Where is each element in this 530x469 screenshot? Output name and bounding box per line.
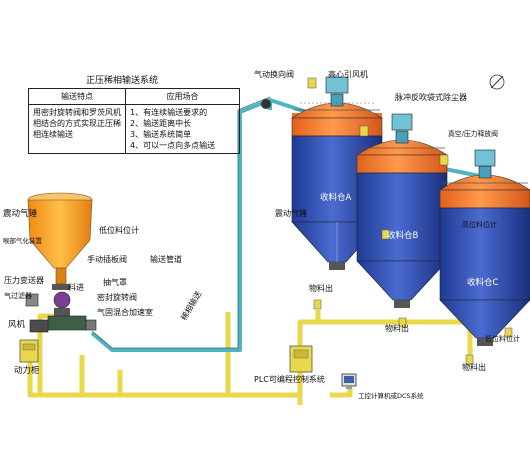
compass-icon [489, 74, 505, 90]
label-low-level-gauge-silo: 低位料位计 [485, 334, 520, 343]
label-manual-gate-valve: 手动插板阀 [87, 254, 127, 264]
label-dense-pipe: 稀相输送 [179, 289, 204, 322]
label-silo-b: 收料仓B [387, 230, 419, 241]
label-low-level-gauge-hopper: 低位料位计 [99, 225, 139, 235]
label-pressure-transmitter: 压力变送器 [4, 275, 44, 285]
table-title: 正压稀相输送系统 [86, 76, 159, 86]
label-fluidizer: 喉部气化装置 [3, 236, 43, 245]
label-silo-c: 收料仓C [467, 277, 499, 288]
power-cabinet [19, 339, 39, 363]
features-line: 相连续输送 [33, 130, 73, 139]
table-header-features: 输送特点 [28, 88, 126, 105]
feed-hopper [27, 192, 93, 290]
label-material-inlet: 料进 [68, 282, 84, 292]
label-plc: PLC可编程控制系统 [254, 374, 325, 384]
rotary-valve-assembly [25, 291, 97, 333]
label-fan: 风机 [8, 319, 26, 330]
applications-line: 4、可以一点向多点输送 [130, 141, 216, 150]
label-discharge-c: 物料出 [462, 362, 486, 372]
label-vibration-hammer-top: 震动气锤 [3, 208, 38, 219]
computer-icon [341, 373, 357, 389]
label-diverter-valve: 气动换向阀 [254, 69, 294, 79]
label-gas-solid-chamber: 气固混合加速室 [97, 307, 153, 317]
label-air-filter: 气过滤器 [4, 291, 32, 300]
labels: 震动气锤 喉部气化装置 低位料位计 手动插板阀 抽气罩 密封旋转阀 气固混合加速… [3, 69, 520, 400]
features-line: 相结合的方式实现正压稀 [33, 119, 121, 128]
label-vacuum-valve: 真空/压力释放阀 [448, 129, 498, 138]
info-table: 输送特点 应用场合 用密封旋转阀和罗茨风机 相结合的方式实现正压稀 相连续输送 … [28, 88, 240, 154]
plc-cabinet [289, 345, 313, 373]
label-power-cabinet: 动力柜 [14, 365, 40, 376]
silo-c [439, 149, 530, 346]
label-high-level-gauge: 高位料位计 [462, 220, 497, 229]
silo-b [356, 113, 448, 308]
table-cell-applications: 1、有连续输送要求的 2、输送距离中长 3、输送系统简单 4、可以一点向多点输送 [125, 104, 240, 154]
applications-line: 2、输送距离中长 [130, 119, 192, 128]
level-switch-icons [307, 77, 513, 365]
features-line: 用密封旋转阀和罗茨风机 [33, 108, 121, 117]
label-centrifugal-fan: 高心引风机 [328, 69, 368, 79]
label-silo-a: 收料仓A [320, 192, 352, 203]
label-pulse-filter: 脉冲反吹袋式除尘器 [395, 92, 467, 102]
table-header-applications: 应用场合 [125, 88, 240, 105]
label-discharge-b: 物料出 [385, 323, 409, 333]
table-cell-features: 用密封旋转阀和罗茨风机 相结合的方式实现正压稀 相连续输送 [28, 104, 126, 154]
label-rotary-valve: 密封旋转阀 [97, 292, 137, 302]
label-dcs: 工控计算机或DCS系统 [358, 391, 424, 400]
pipe-outline [91, 96, 271, 349]
label-conveying-pipe: 输送管道 [150, 254, 182, 264]
applications-line: 3、输送系统简单 [130, 130, 192, 139]
label-exhaust-hood: 抽气罩 [103, 277, 127, 287]
label-vibration-hammer-silo: 震动气锤 [275, 208, 307, 218]
applications-line: 1、有连续输送要求的 [130, 108, 208, 117]
label-discharge-a: 物料出 [309, 283, 333, 293]
diverter-valve-icon [261, 99, 271, 109]
